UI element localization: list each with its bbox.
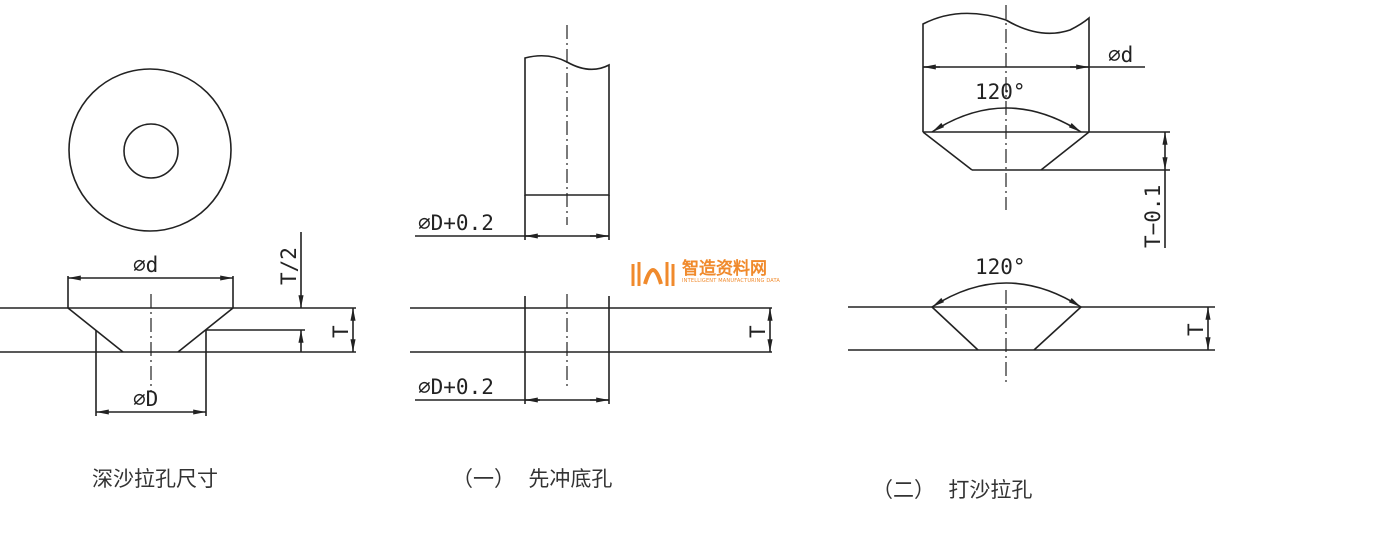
book-logo-icon xyxy=(631,262,675,286)
pierced-plate xyxy=(410,294,773,404)
dim-phi-d: ⌀d xyxy=(133,253,158,277)
dim-t-half: T/2 xyxy=(277,247,301,285)
dim-t-right: T xyxy=(1184,323,1208,336)
dim-phi-D: ⌀D xyxy=(133,387,158,411)
dim-phi-D-plus-top: ⌀D+0.2 xyxy=(418,211,494,235)
dim-t-middle: T xyxy=(746,325,770,338)
dim-phi-d-right: ⌀d xyxy=(1108,43,1133,67)
watermark-logo: 智造资料网 INTELLIGENT MANUFACTURING DATA xyxy=(630,256,780,288)
angle-label-top: 120° xyxy=(975,80,1026,104)
caption-step-two: （二） 打沙拉孔 xyxy=(872,478,1033,502)
watermark-name: 智造资料网 xyxy=(682,259,767,279)
countersink-tool xyxy=(922,5,1170,248)
punch-tool xyxy=(415,25,610,240)
dim-t-left: T xyxy=(329,325,353,338)
countersink-section xyxy=(0,232,356,416)
dim-t-minus: T−0.1 xyxy=(1141,185,1165,248)
caption-countersink-dimensions: 深沙拉孔尺寸 xyxy=(92,467,218,491)
countersunk-plate xyxy=(848,282,1215,382)
caption-step-one: （一） 先冲底孔 xyxy=(452,467,613,491)
watermark-subtitle: INTELLIGENT MANUFACTURING DATA xyxy=(682,278,781,284)
angle-label-bottom: 120° xyxy=(975,255,1026,279)
dim-phi-D-plus-bottom: ⌀D+0.2 xyxy=(418,375,494,399)
top-view-ring xyxy=(68,68,232,232)
